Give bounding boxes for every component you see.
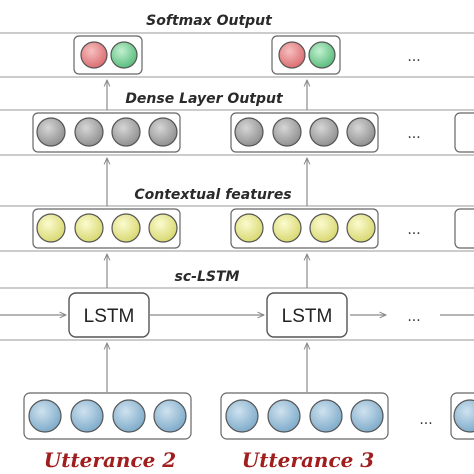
dense-node — [148, 117, 178, 147]
sc-lstm-label: sc-LSTM — [175, 269, 240, 285]
dense-output-group-1 — [32, 112, 181, 153]
utterance-2-label: Utterance 2 — [44, 448, 177, 472]
utterance-input-group-2 — [220, 392, 389, 440]
vertical-arrows — [107, 80, 307, 392]
softmax-node-red — [278, 41, 306, 69]
lstm-ellipsis: ... — [407, 309, 420, 325]
contextual-node — [111, 213, 141, 243]
lstm-cell-1: LSTM — [68, 292, 150, 338]
dense-node — [272, 117, 302, 147]
input-node — [70, 399, 104, 433]
lstm-cell-label: LSTM — [84, 306, 135, 327]
input-ellipsis: ... — [419, 412, 432, 428]
contextual-ellipsis: ... — [407, 222, 420, 238]
utterance-3-label: Utterance 3 — [242, 448, 375, 472]
dense-node — [346, 117, 376, 147]
softmax-output-label: Softmax Output — [146, 13, 273, 29]
contextual-node — [272, 213, 302, 243]
contextual-node — [36, 213, 66, 243]
contextual-features-label: Contextual features — [134, 187, 291, 203]
input-node — [153, 399, 187, 433]
dense-node — [36, 117, 66, 147]
contextual-features-group-partial — [454, 208, 474, 249]
lstm-cell-2: LSTM — [266, 292, 348, 338]
softmax-node-green — [110, 41, 138, 69]
dense-output-group-partial — [454, 112, 474, 153]
utterance-input-group-1 — [23, 392, 192, 440]
input-node — [225, 399, 259, 433]
contextual-node — [234, 213, 264, 243]
lstm-cell-label: LSTM — [282, 306, 333, 327]
contextual-features-group-2 — [230, 208, 379, 249]
softmax-node-green — [308, 41, 336, 69]
dense-node — [309, 117, 339, 147]
input-node — [267, 399, 301, 433]
dense-ellipsis: ... — [407, 126, 420, 142]
contextual-node — [74, 213, 104, 243]
contextual-features-group-1 — [32, 208, 181, 249]
softmax-output-group-1 — [73, 35, 143, 75]
input-node — [112, 399, 146, 433]
dense-node — [234, 117, 264, 147]
softmax-output-group-2 — [271, 35, 341, 75]
input-node — [350, 399, 384, 433]
input-node — [309, 399, 343, 433]
input-node — [453, 399, 474, 433]
dense-layer-output-label: Dense Layer Output — [125, 91, 284, 107]
contextual-node — [148, 213, 178, 243]
contextual-node — [309, 213, 339, 243]
softmax-node-red — [80, 41, 108, 69]
input-node — [28, 399, 62, 433]
layer-bands — [0, 32, 474, 341]
dense-node — [74, 117, 104, 147]
softmax-ellipsis: ... — [407, 49, 420, 65]
dense-output-group-2 — [230, 112, 379, 153]
contextual-node — [346, 213, 376, 243]
dense-node — [111, 117, 141, 147]
